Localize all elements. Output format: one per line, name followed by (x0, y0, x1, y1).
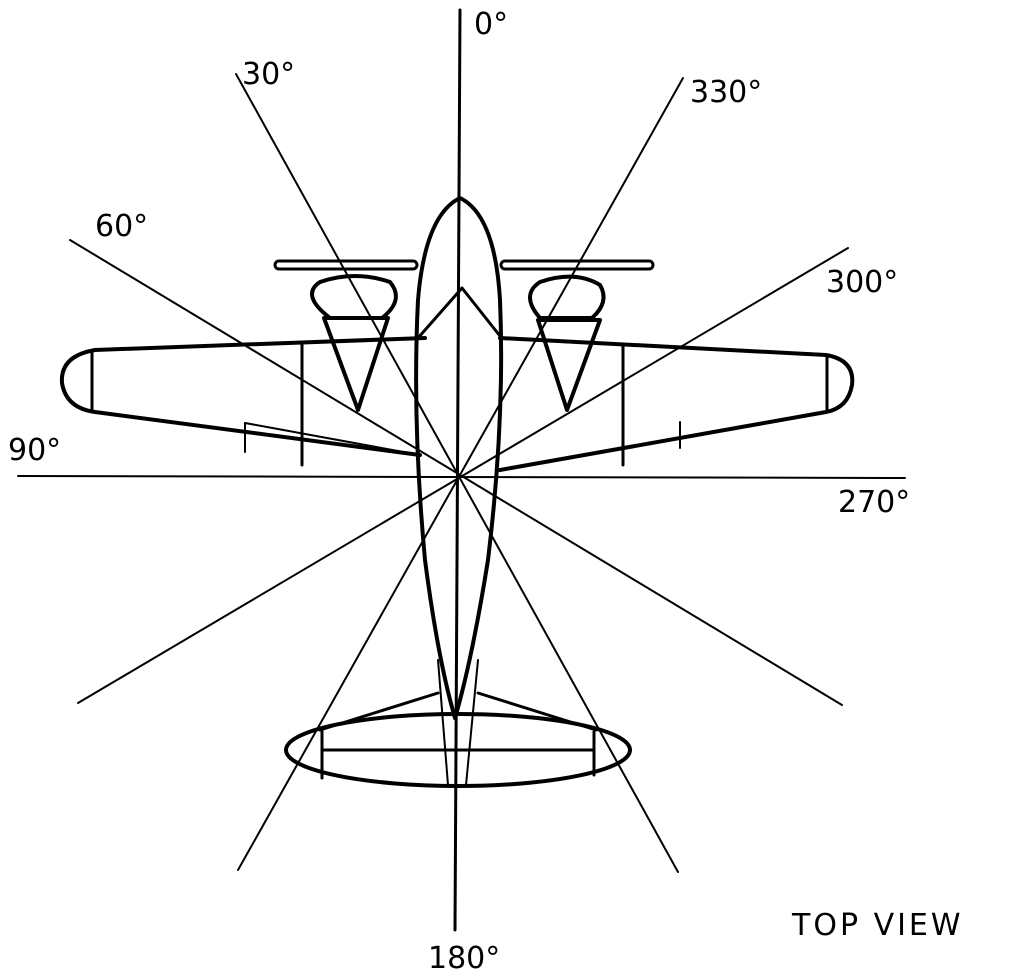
left-propeller (273, 259, 419, 271)
angle-label-270: 270° (838, 485, 910, 520)
azimuth-line-0-180 (453, 8, 462, 932)
left-flap-edge (244, 422, 421, 456)
angle-label-0: 0° (474, 7, 508, 42)
aircraft-outline (59, 196, 855, 788)
tail-stabilizer (284, 712, 632, 788)
azimuth-line-330-150 (237, 77, 684, 871)
azimuth-lines (17, 8, 906, 932)
fuselage-rear-line-right (465, 659, 479, 786)
right-propeller (499, 259, 655, 271)
angle-label-330: 330° (690, 75, 762, 110)
angle-label-30: 30° (242, 57, 295, 92)
angle-label-60: 60° (95, 209, 148, 244)
azimuth-line-60-240 (69, 239, 843, 706)
cockpit-outline (416, 286, 502, 340)
diagram-caption: TOP VIEW (791, 908, 964, 943)
right-engine-cowling (536, 318, 602, 412)
tail-root-left (318, 691, 440, 732)
left-engine-cowling (322, 316, 390, 412)
left-engine-nacelle (310, 274, 398, 320)
right-wing (498, 336, 855, 472)
fuselage (414, 196, 504, 720)
azimuth-line-300-120 (77, 247, 849, 704)
angle-label-90: 90° (8, 433, 61, 468)
right-engine-nacelle (528, 274, 606, 320)
angle-label-300: 300° (826, 265, 898, 300)
tail-root-right (476, 691, 598, 732)
angle-label-180: 180° (428, 941, 500, 976)
left-wing (59, 336, 427, 457)
angle-labels: 0° 30° 330° 60° 300° 90° 270° 180° (8, 7, 910, 976)
fuselage-rear-line-left (437, 659, 449, 786)
